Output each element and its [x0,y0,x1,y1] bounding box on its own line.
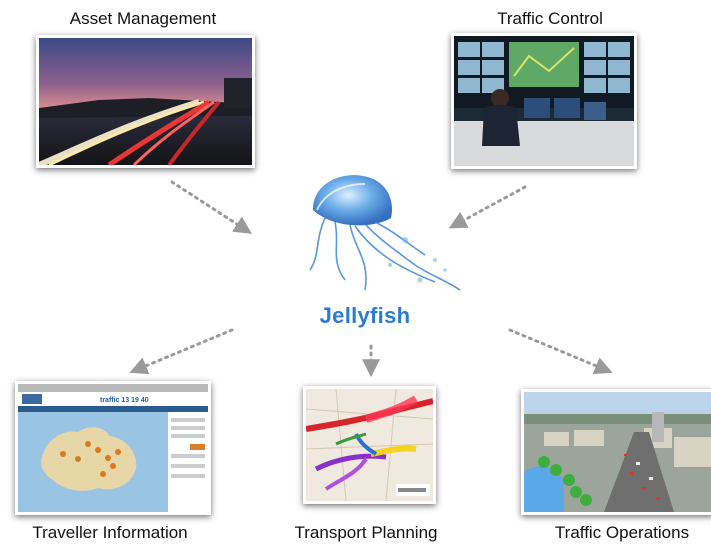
node-label-transport-planning: Transport Planning [294,523,438,542]
node-label-traffic-operations: Traffic Operations [554,523,690,542]
node-label-traffic-control: Traffic Control [497,9,603,28]
transport-planning-image [303,386,436,504]
node-label-traveller-information: Traveller Information [32,523,188,542]
jellyfish-icon [309,175,461,291]
traffic-logo-text: traffic 13 19 40 [100,397,149,404]
node-label-asset-management: Asset Management [69,9,217,28]
jellyfish-title: Jellyfish [319,303,411,328]
arrow-traffic-control-to-jellyfish [448,185,527,229]
asset-management-image [36,35,255,168]
arrow-asset-to-jellyfish [170,180,253,234]
traveller-information-image: traffic 13 19 40 [15,381,211,515]
traffic-operations-image [521,389,711,515]
arrow-jellyfish-to-operations [508,328,613,375]
traffic-control-image [451,33,637,169]
arrow-jellyfish-to-traveller [129,328,234,375]
